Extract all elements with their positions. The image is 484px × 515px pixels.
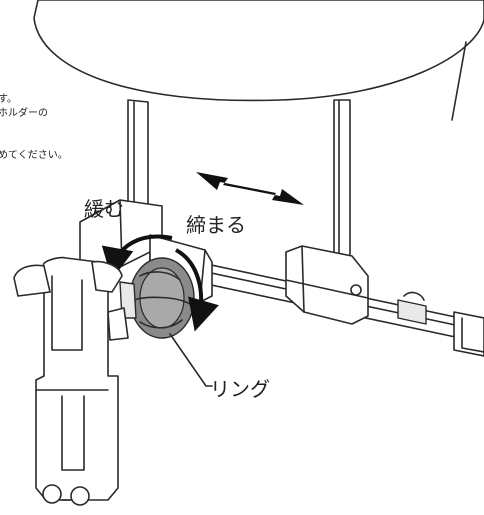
label-ring: リング — [210, 377, 270, 401]
note-line-2: ホルダーの — [0, 106, 48, 119]
rotate-arrow-loosen-icon — [101, 234, 173, 280]
headrest — [33, 0, 484, 121]
ring-knob — [119, 257, 195, 339]
instruction-note: す。 ホルダーの めてください。 — [0, 93, 68, 161]
phone-holder — [13, 256, 129, 506]
headrest-posts — [127, 99, 351, 263]
right-clamp — [285, 245, 369, 325]
rotate-arrow-tighten-icon — [174, 248, 219, 332]
bar-end-cap — [397, 291, 484, 357]
ring-leader-line — [169, 333, 213, 387]
double-arrow-icon — [196, 172, 304, 205]
note-line-3: めてください。 — [0, 149, 68, 161]
label-tighten: 締まる — [186, 213, 246, 237]
note-line-1: す。 — [0, 93, 17, 105]
label-loosen: 緩む — [84, 197, 124, 221]
